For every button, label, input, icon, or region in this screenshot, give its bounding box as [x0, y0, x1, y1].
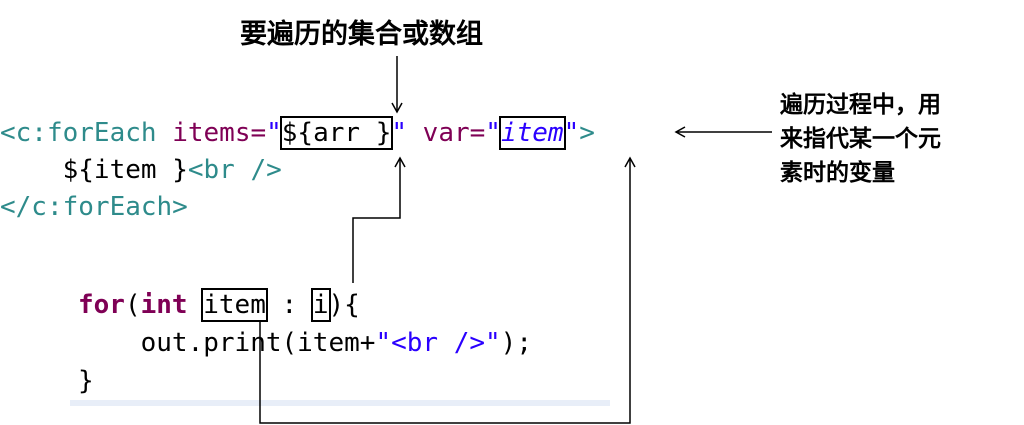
java-brace-open: ){ — [328, 290, 360, 320]
jsp-foreach-close-tag: </c:forEach> — [0, 192, 188, 222]
java-colon: : — [265, 290, 313, 320]
java-int-keyword: int — [140, 290, 188, 320]
java-print-end: ); — [500, 328, 532, 358]
label-collection-or-array: 要遍历的集合或数组 — [240, 19, 483, 50]
jsp-line-2: ${item }<br /> — [0, 155, 282, 185]
java-line-2: out.print(item+"<br />"); — [78, 328, 532, 358]
jsp-items-quote-open: " — [266, 118, 282, 148]
jsp-items-attr: items= — [156, 118, 267, 148]
jsp-foreach-open-tag: <c:forEach — [0, 118, 157, 148]
java-line-1: for(int item : i){ — [78, 288, 360, 322]
java-br-string: "<br />" — [375, 328, 501, 358]
jsp-br-tag: <br /> — [187, 155, 282, 185]
label-loop-variable-line-3: 素时的变量 — [780, 160, 895, 186]
jsp-var-quote-close: " — [563, 118, 580, 148]
java-paren-open: ( — [124, 290, 141, 320]
jsp-var-attr: var= — [407, 118, 486, 148]
jsp-foreach-open-tag-end: > — [579, 118, 595, 148]
java-for-keyword: for — [78, 290, 125, 320]
jsp-items-value: ${arr } — [279, 116, 394, 150]
label-loop-variable-line-2: 来指代某一个元 — [780, 126, 941, 152]
java-loop-variable: item — [201, 288, 268, 322]
jsp-var-value: item — [498, 116, 566, 150]
java-brace-close: } — [78, 366, 94, 396]
label-loop-variable: 遍历过程中，用 来指代某一个元 素时的变量 — [780, 88, 941, 190]
java-space — [188, 290, 204, 320]
jsp-item-expression: ${item } — [62, 155, 188, 185]
arrow-iterable-to-items — [352, 156, 406, 283]
label-loop-variable-line-1: 遍历过程中，用 — [780, 92, 941, 118]
jsp-var-quote-open: " — [485, 118, 501, 148]
jsp-items-quote-close: " — [391, 118, 408, 148]
java-line-2-indent — [78, 328, 141, 358]
jsp-line-2-indent — [0, 155, 63, 185]
jsp-line-1: <c:forEach items="${arr }" var="item"> — [0, 116, 595, 150]
java-iterable: i — [310, 288, 331, 322]
java-print-call: out.print(item+ — [140, 328, 376, 358]
